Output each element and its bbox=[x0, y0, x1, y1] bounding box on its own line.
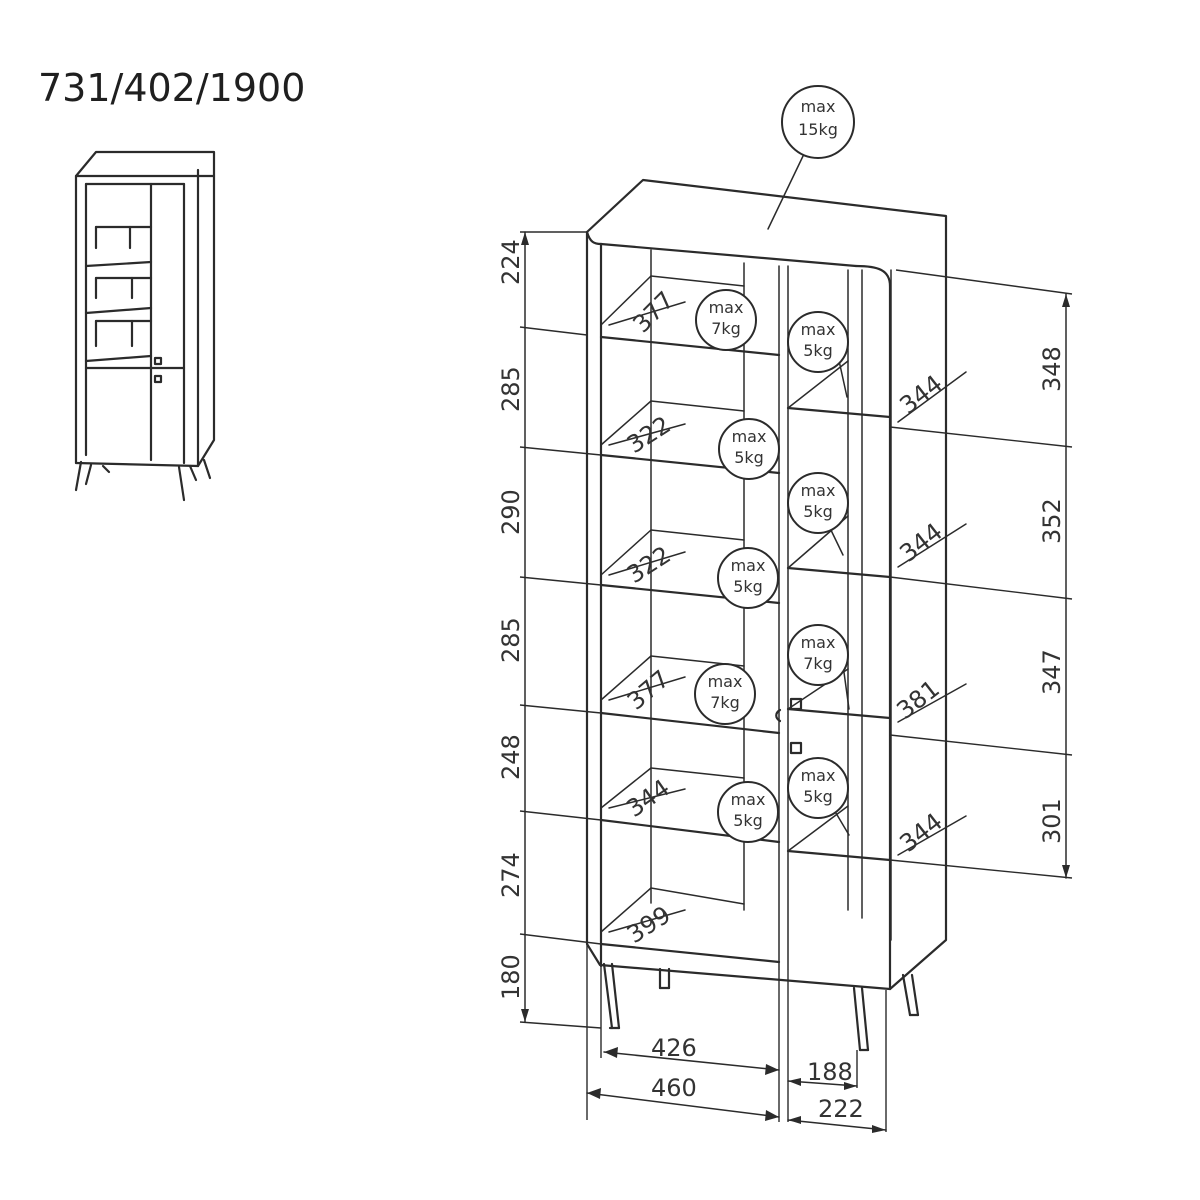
left-load-badges: max 7kg max 5kg max 5kg max 7kg max 5kg bbox=[694, 289, 780, 843]
max-7kg-left-1-line-1: max bbox=[709, 298, 744, 317]
depth-344-label-right-1: 344 bbox=[894, 369, 947, 419]
depth-381-label-right: 381 bbox=[891, 674, 944, 724]
max-5kg-right-3-line-2: 5kg bbox=[803, 787, 833, 806]
height-352-label: 352 bbox=[1038, 498, 1066, 544]
cabinet-thumbnail bbox=[74, 150, 216, 502]
extension-lines bbox=[519, 231, 1073, 1132]
height-285-label: 285 bbox=[497, 366, 525, 412]
max-7kg-left-1-line-2: 7kg bbox=[711, 319, 741, 338]
depth-344-label: 344 bbox=[621, 774, 675, 823]
max-5kg-left-3-line-2: 5kg bbox=[733, 811, 763, 830]
height-348-label: 348 bbox=[1038, 346, 1066, 392]
dimension-lines bbox=[524, 231, 1067, 1131]
depth-344-label-right-3: 344 bbox=[894, 807, 947, 857]
height-301-label: 301 bbox=[1038, 798, 1066, 844]
depth-399-label: 399 bbox=[622, 901, 676, 949]
max-5kg-right-2-line-2: 5kg bbox=[803, 502, 833, 521]
max-7kg-badge-left-1: max 7kg bbox=[695, 289, 757, 351]
max-5kg-right-1-line-1: max bbox=[801, 320, 836, 339]
depth-344-label-right-2: 344 bbox=[894, 517, 947, 567]
height-274-label: 274 bbox=[497, 852, 525, 898]
width-426-label: 426 bbox=[651, 1034, 697, 1062]
depth-377-label-2: 377 bbox=[622, 665, 675, 716]
max-7kg-right-line-1: max bbox=[801, 633, 836, 652]
max-5kg-badge-left-3: max 5kg bbox=[717, 781, 779, 843]
depth-322-label: 322 bbox=[622, 411, 676, 459]
max-15kg-line-2: 15kg bbox=[798, 120, 838, 139]
main-cabinet bbox=[585, 178, 948, 1052]
width-460-label: 460 bbox=[651, 1074, 697, 1102]
height-180-label: 180 bbox=[497, 954, 525, 1000]
max-7kg-left-2-line-2: 7kg bbox=[710, 693, 740, 712]
max-5kg-badge-left-1: max 5kg bbox=[718, 418, 780, 480]
width-188-label: 188 bbox=[807, 1058, 853, 1086]
height-347-label: 347 bbox=[1038, 649, 1066, 695]
width-222-label: 222 bbox=[818, 1095, 864, 1123]
right-load-badges: max 5kg max 5kg max 7kg max 5kg bbox=[787, 311, 849, 819]
max-7kg-left-2-line-1: max bbox=[708, 672, 743, 691]
max-5kg-badge-right-3: max 5kg bbox=[787, 757, 849, 819]
max-5kg-right-2-line-1: max bbox=[801, 481, 836, 500]
right-height-labels: 348 352 347 301 bbox=[1038, 346, 1066, 844]
max-5kg-left-3-line-1: max bbox=[731, 790, 766, 809]
max-5kg-badge-left-2: max 5kg bbox=[717, 547, 779, 609]
right-depth-labels: 344 344 381 344 bbox=[891, 369, 947, 857]
max-7kg-badge-left-2: max 7kg bbox=[694, 663, 756, 725]
max-5kg-badge-right-2: max 5kg bbox=[787, 472, 849, 534]
max-5kg-right-1-line-2: 5kg bbox=[803, 341, 833, 360]
height-224-label: 224 bbox=[497, 239, 525, 285]
height-285-label-2: 285 bbox=[497, 617, 525, 663]
left-height-labels: 224 285 290 285 248 274 180 bbox=[497, 239, 525, 1000]
bottom-width-labels: 426 460 188 222 bbox=[651, 1034, 864, 1123]
max-5kg-right-3-line-1: max bbox=[801, 766, 836, 785]
max-5kg-left-1-line-2: 5kg bbox=[734, 448, 764, 467]
max-5kg-left-2-line-2: 5kg bbox=[733, 577, 763, 596]
max-5kg-badge-right-1: max 5kg bbox=[787, 311, 849, 373]
arrowheads bbox=[521, 232, 1070, 1133]
depth-377-label: 377 bbox=[627, 286, 679, 338]
max-5kg-left-2-line-1: max bbox=[731, 556, 766, 575]
height-248-label: 248 bbox=[497, 734, 525, 780]
max-7kg-right-line-2: 7kg bbox=[803, 654, 833, 673]
max-5kg-left-1-line-1: max bbox=[732, 427, 767, 446]
max-15kg-badge: max 15kg bbox=[781, 85, 855, 159]
height-290-label: 290 bbox=[497, 489, 525, 535]
model-code-title: 731/402/1900 bbox=[38, 66, 305, 110]
max-7kg-badge-right: max 7kg bbox=[787, 624, 849, 686]
max-15kg-line-1: max bbox=[801, 97, 836, 116]
